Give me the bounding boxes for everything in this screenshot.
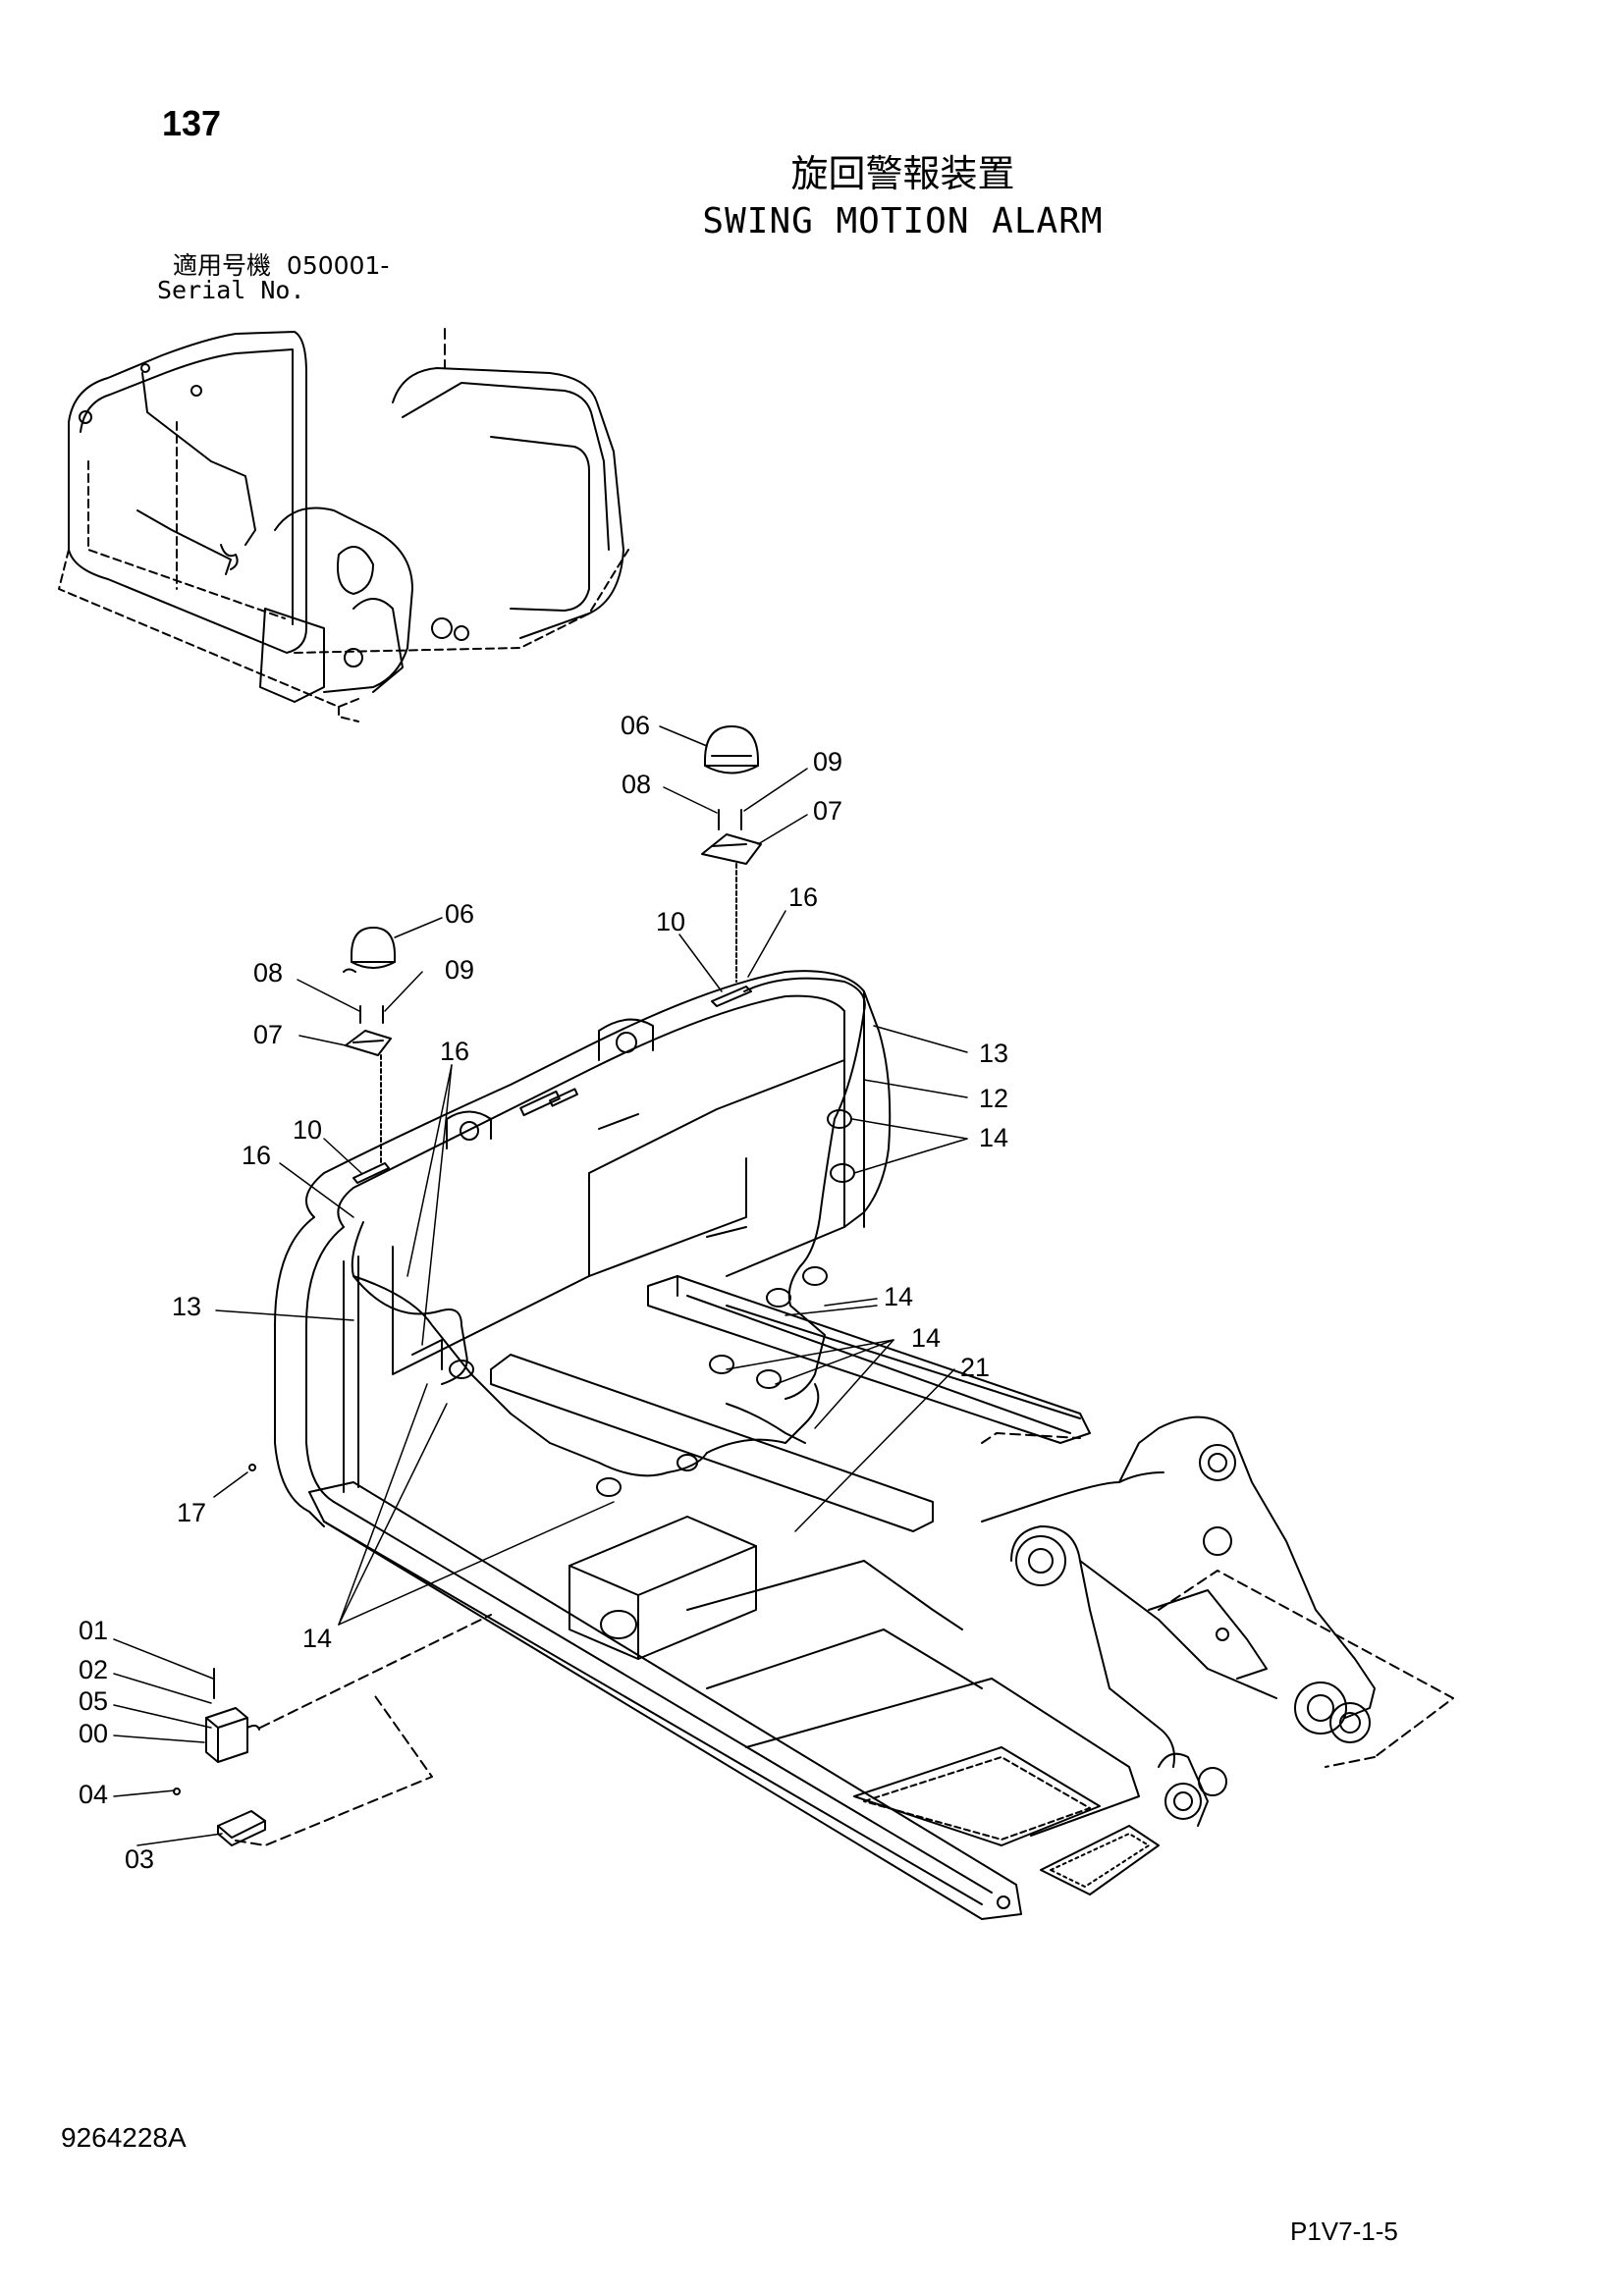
page-title-japanese: 旋回警報装置 xyxy=(790,152,1015,195)
callout-07-left: 07 xyxy=(253,1020,283,1049)
callout-05: 05 xyxy=(79,1686,108,1716)
callout-14-lower: 14 xyxy=(302,1624,332,1653)
callout-leader-lines xyxy=(113,725,968,1846)
callout-14-right: 14 xyxy=(979,1123,1008,1152)
serial-applicability: 適用号機 050001- xyxy=(173,253,389,278)
serial-range: 050001- xyxy=(286,251,390,280)
callout-17: 17 xyxy=(177,1498,206,1527)
serial-label-english: Serial No. xyxy=(157,276,305,304)
overview-inset-machine xyxy=(58,328,629,722)
lamp-assembly-right xyxy=(701,725,762,1007)
callout-13-right: 13 xyxy=(979,1039,1008,1068)
callout-08-upper: 08 xyxy=(622,770,651,799)
alarm-buzzer-assembly xyxy=(173,1464,492,1846)
callout-numbers: 06 09 08 07 16 10 06 09 08 07 16 13 12 1… xyxy=(79,711,1008,1874)
callout-06-upper: 06 xyxy=(621,711,650,740)
page-number: 137 xyxy=(162,103,222,143)
callout-04: 04 xyxy=(79,1780,108,1809)
callout-14-middle-b: 14 xyxy=(911,1323,941,1353)
callout-16-left: 16 xyxy=(242,1141,271,1170)
callout-01: 01 xyxy=(79,1616,108,1645)
page-title-english: SWING MOTION ALARM xyxy=(702,201,1104,241)
callout-16-upper: 16 xyxy=(788,882,818,912)
callout-03: 03 xyxy=(125,1844,154,1874)
callout-06-left: 06 xyxy=(445,899,474,929)
upper-frame-cover xyxy=(274,970,892,1527)
callout-02: 02 xyxy=(79,1655,108,1684)
lamp-assembly-left xyxy=(343,927,396,1184)
callout-09-left: 09 xyxy=(445,955,474,985)
callout-14-middle-a: 14 xyxy=(884,1282,913,1311)
callout-00: 00 xyxy=(79,1719,108,1748)
document-id: 9264228A xyxy=(61,2122,187,2153)
serial-label-japanese: 適用号機 xyxy=(173,251,272,280)
callout-08-left: 08 xyxy=(253,958,283,988)
revolving-frame xyxy=(308,1275,1454,1920)
callout-16-middle: 16 xyxy=(440,1037,469,1066)
callout-10-left: 10 xyxy=(293,1115,322,1145)
callout-13-left: 13 xyxy=(172,1292,201,1321)
callout-21: 21 xyxy=(960,1353,990,1382)
page-code: P1V7-1-5 xyxy=(1290,2216,1398,2246)
callout-09-upper: 09 xyxy=(813,747,842,776)
callout-07-upper: 07 xyxy=(813,796,842,826)
callout-12: 12 xyxy=(979,1084,1008,1113)
wiring-harness xyxy=(351,977,866,1497)
callout-10-upper: 10 xyxy=(656,907,685,936)
